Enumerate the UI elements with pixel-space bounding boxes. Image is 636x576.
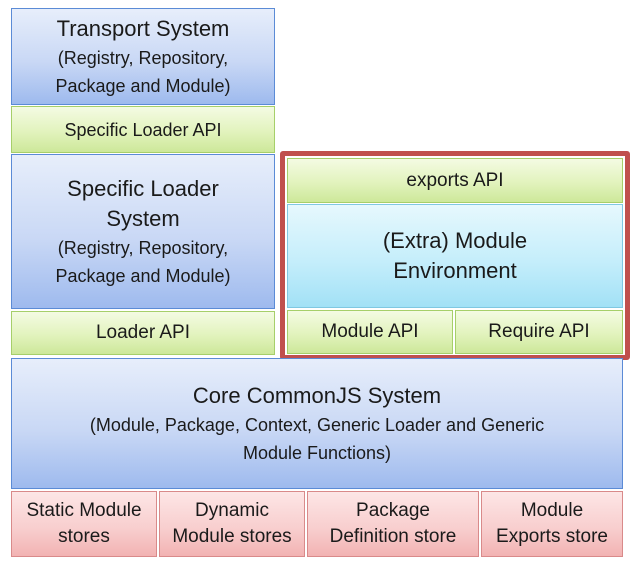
store-line1: Module (520, 500, 584, 521)
store-line2: Module stores (172, 526, 292, 547)
module-environment-title2: Environment (393, 258, 517, 283)
exports-api-label: exports API (406, 169, 504, 191)
store-package-definition: Package Definition store (307, 491, 479, 557)
store-line1: Dynamic (195, 500, 269, 521)
core-commonjs-sub1: (Module, Package, Context, Generic Loade… (89, 414, 545, 435)
transport-system-sub2: Package and Module) (55, 75, 231, 96)
store-line2: Definition store (329, 526, 457, 547)
core-commonjs-box: Core CommonJS System (Module, Package, C… (11, 358, 623, 489)
specific-loader-sub2: Package and Module) (55, 265, 231, 286)
specific-loader-title1: Specific Loader (67, 175, 219, 201)
core-commonjs-title: Core CommonJS System (192, 382, 442, 408)
require-api-label: Require API (488, 321, 590, 342)
store-static-module: Static Module stores (11, 491, 157, 557)
store-line1: Static Module (26, 500, 142, 521)
specific-loader-sub1: (Registry, Repository, (57, 237, 229, 258)
loader-api-label: Loader API (95, 322, 191, 343)
specific-loader-api-box: Specific Loader API (11, 106, 275, 153)
store-dynamic-module: Dynamic Module stores (159, 491, 305, 557)
store-line2: stores (58, 526, 110, 547)
store-module-exports: Module Exports store (481, 491, 623, 557)
module-api-label: Module API (321, 321, 419, 342)
module-environment-box: (Extra) Module Environment (287, 204, 623, 308)
transport-system-sub1: (Registry, Repository, (57, 47, 229, 68)
transport-system-box: Transport System (Registry, Repository, … (11, 8, 275, 105)
module-environment-title1: (Extra) Module (382, 228, 528, 253)
require-api-box: Require API (455, 310, 623, 354)
core-commonjs-sub2: Module Functions) (242, 442, 392, 463)
transport-system-title: Transport System (56, 15, 230, 41)
specific-loader-api-label: Specific Loader API (64, 119, 222, 140)
module-api-box: Module API (287, 310, 453, 354)
store-line2: Exports store (496, 526, 608, 547)
loader-api-box: Loader API (11, 311, 275, 355)
exports-api-box: exports API (287, 158, 623, 203)
store-line1: Package (356, 500, 430, 521)
specific-loader-title2: System (106, 205, 180, 231)
specific-loader-system-box: Specific Loader System (Registry, Reposi… (11, 154, 275, 309)
extra-module-highlight-frame (280, 151, 630, 360)
